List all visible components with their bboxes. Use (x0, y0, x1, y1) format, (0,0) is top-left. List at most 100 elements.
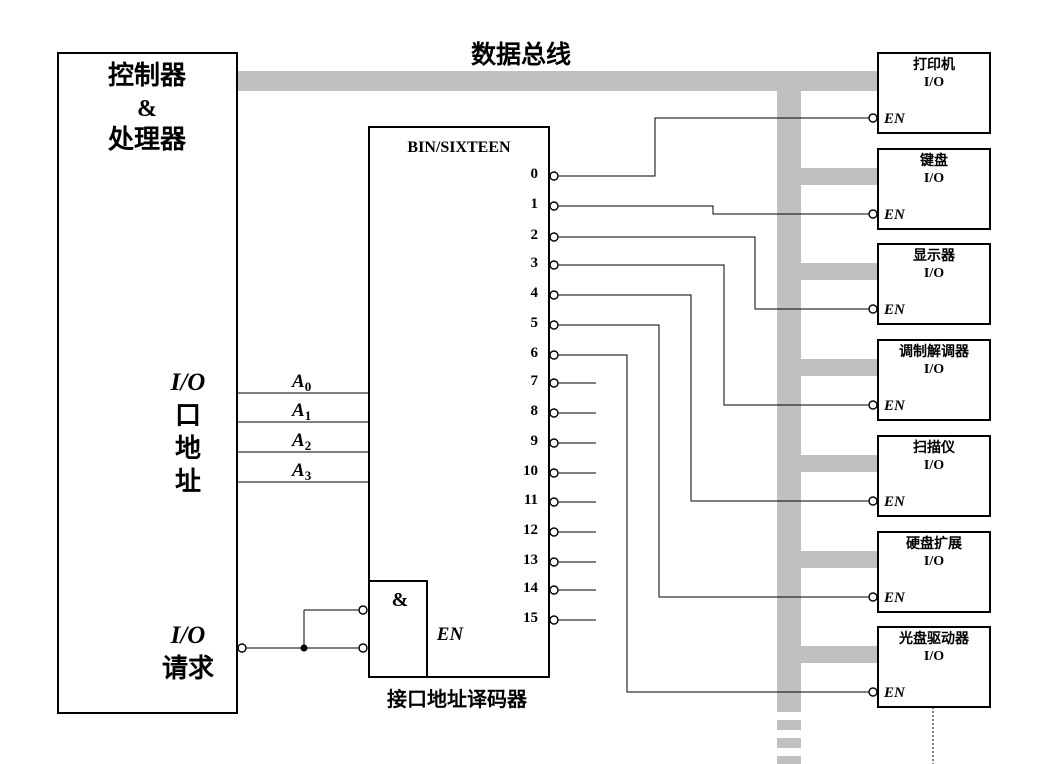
decoder-output-label: 8 (531, 403, 539, 419)
controller-block (57, 52, 238, 714)
device-enable-bubble (868, 592, 878, 602)
address-line-label: A1 (291, 400, 311, 423)
decoder-output-label: 1 (531, 196, 539, 212)
controller-ampersand: & (137, 96, 157, 122)
decoder-output-bubble (549, 378, 559, 388)
device-5: 硬盘扩展 I/O EN (868, 531, 991, 613)
data-bus-title: 数据总线 (471, 40, 571, 69)
device-enable-label: EN (883, 207, 906, 223)
device-name: 硬盘扩展 (906, 535, 962, 552)
enable-wire-3 (558, 264, 869, 406)
decoder-output-bubble (549, 585, 559, 595)
device-io-label: I/O (924, 458, 944, 473)
decoder-output-bubble (549, 468, 559, 478)
device-name: 扫描仪 (913, 439, 956, 456)
address-line-subscript: 3 (305, 468, 312, 483)
address-line-subscript: 0 (305, 379, 312, 394)
decoder-output-label: 3 (531, 255, 539, 271)
decoder-output-label: 9 (531, 433, 539, 449)
io-address-label-zhi: 址 (175, 467, 201, 497)
device-name: 打印机 (913, 56, 955, 73)
address-line-name: A (291, 400, 305, 421)
decoder-output-bubble (549, 615, 559, 625)
decoder-output-label: 4 (531, 285, 539, 301)
device-io-label: I/O (924, 75, 944, 90)
io-request-label: 请求 (162, 654, 214, 684)
enable-wire-1 (558, 205, 869, 215)
decoder-output-bubble (549, 290, 559, 300)
data-bus-dash (777, 756, 801, 764)
device-enable-label: EN (883, 111, 906, 127)
decoder-output-bubble (549, 260, 559, 270)
address-line-subscript: 1 (305, 408, 312, 423)
decoder-output-label: 11 (524, 492, 538, 508)
decoder-output-label: 5 (531, 315, 539, 331)
address-line-label: A3 (291, 460, 312, 483)
data-bus (237, 71, 879, 764)
decoder-output-bubble (549, 232, 559, 242)
device-0: 打印机 I/O EN (868, 52, 991, 134)
data-bus-horizontal (237, 71, 879, 91)
io-request-label-io: I/O (170, 622, 206, 649)
device-io-label: I/O (924, 171, 944, 186)
decoder-output-label: 10 (523, 463, 538, 479)
device-enable-bubble (868, 496, 878, 506)
decoder-output-label: 14 (523, 580, 539, 596)
decoder-output-bubble (549, 557, 559, 567)
decoder-output-bubble (549, 201, 559, 211)
data-bus-dash (777, 720, 801, 730)
decoder-output-label: 12 (523, 522, 538, 538)
and-input-bubble-2 (358, 643, 368, 653)
device-enable-bubble (868, 687, 878, 697)
address-line-name: A (291, 430, 305, 451)
io-request-wiring (237, 605, 368, 653)
device-io-label: I/O (924, 266, 944, 281)
device-box (877, 626, 991, 708)
device-io-label: I/O (924, 649, 944, 664)
decoder-output-label: 0 (531, 166, 539, 182)
io-address-label-kou: 口 (175, 401, 201, 431)
enable-wire-5 (558, 324, 869, 598)
device-1: 键盘I/OEN (868, 148, 991, 230)
decoder-enable-label: EN (436, 624, 465, 645)
data-bus-dash (777, 738, 801, 748)
and-gate-symbol: & (392, 589, 409, 611)
decoder-output-bubble (549, 497, 559, 507)
controller-label: 控制器 (108, 61, 187, 91)
decoder-output-bubble (549, 350, 559, 360)
device-io-label: I/O (924, 554, 944, 569)
address-line-name: A (291, 460, 305, 481)
io-request-output-bubble (237, 643, 247, 653)
decoder-output-label: 15 (523, 610, 538, 626)
address-line-subscript: 2 (305, 438, 312, 453)
decoder-output-bubble (549, 438, 559, 448)
data-bus-branch (801, 551, 878, 568)
device-box (877, 52, 991, 134)
device-enable-label: EN (883, 302, 906, 318)
decoder-output-label: 2 (531, 227, 539, 243)
device-box (877, 531, 991, 613)
device-enable-label: EN (883, 590, 906, 606)
data-bus-branch (801, 359, 878, 376)
device-box (877, 148, 991, 230)
decoder-title: BIN/SIXTEEN (407, 139, 511, 156)
processor-label: 处理器 (107, 125, 187, 155)
and-gate (368, 580, 428, 678)
device-enable-bubble (868, 304, 878, 314)
device-wires (558, 117, 869, 693)
address-line-label: A2 (291, 430, 311, 453)
enable-wire-0 (558, 117, 869, 177)
address-line-name: A (291, 371, 305, 392)
data-bus-vertical (777, 91, 801, 712)
data-bus-branch (801, 168, 878, 185)
decoder-output-bubble (549, 527, 559, 537)
data-bus-branch (801, 455, 878, 472)
io-address-label-di: 地 (175, 434, 201, 464)
junction-dot (300, 644, 308, 652)
data-bus-branch (801, 646, 878, 663)
data-bus-branch (801, 263, 878, 280)
